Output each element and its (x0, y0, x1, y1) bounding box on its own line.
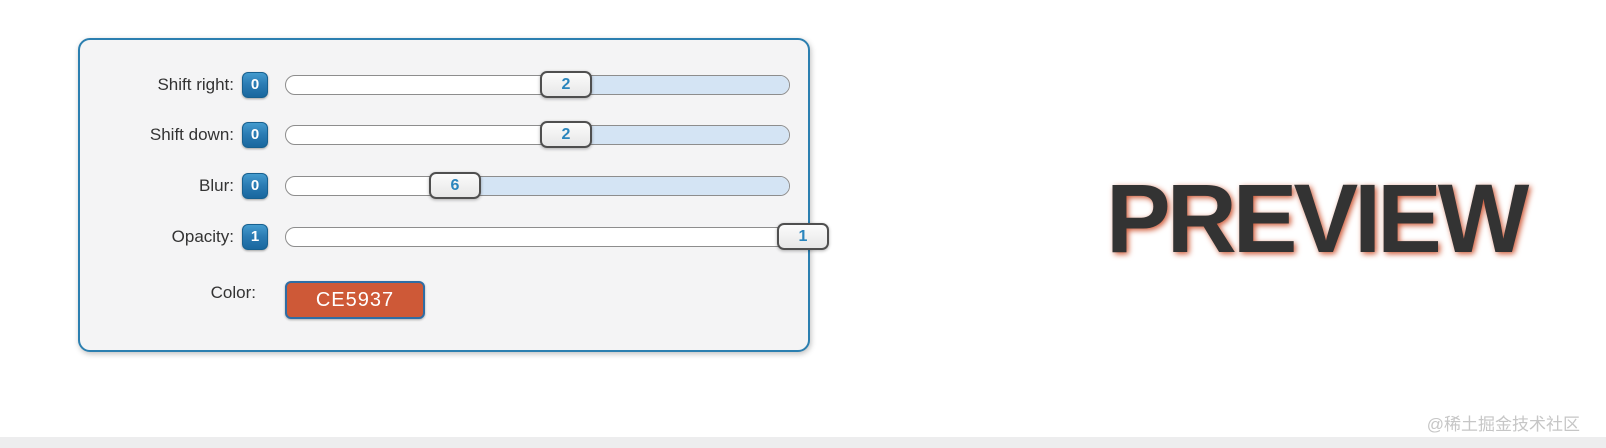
shift-down-slider-handle[interactable]: 2 (540, 121, 592, 148)
blur-slider-handle[interactable]: 6 (429, 172, 481, 199)
slider-row-opacity: Opacity: 1 1 (80, 223, 829, 251)
slider-row-shift-down: Shift down: 0 2 (80, 121, 808, 149)
shift-right-slider-handle[interactable]: 2 (540, 71, 592, 98)
color-button[interactable]: CE5937 (285, 281, 425, 319)
slider-fill (455, 177, 789, 195)
color-label: Color: (210, 283, 256, 302)
opacity-label: Opacity: (171, 227, 234, 246)
shift-down-badge: 0 (242, 122, 268, 148)
opacity-slider-handle[interactable]: 1 (777, 223, 829, 250)
shift-down-label: Shift down: (149, 125, 234, 144)
shift-right-label: Shift right: (157, 75, 234, 94)
shift-down-slider-track[interactable] (285, 125, 790, 145)
blur-slider-track[interactable] (285, 176, 790, 196)
preview-text: PREVIEW (1106, 164, 1529, 273)
blur-badge: 0 (242, 173, 268, 199)
shift-right-slider-track[interactable] (285, 75, 790, 95)
color-row: Color: CE5937 (80, 279, 808, 323)
blur-label: Blur: (199, 176, 234, 195)
opacity-badge: 1 (242, 224, 268, 250)
bottom-strip (0, 437, 1606, 448)
shift-right-badge: 0 (242, 72, 268, 98)
opacity-slider-track[interactable] (285, 227, 790, 247)
slider-fill (566, 76, 789, 94)
text-shadow-settings-panel: Shift right: 0 2 Shift down: 0 2 Blur: 0… (78, 38, 829, 352)
slider-fill (566, 126, 789, 144)
slider-row-shift-right: Shift right: 0 2 (80, 71, 808, 99)
slider-row-blur: Blur: 0 6 (80, 172, 808, 200)
watermark: @稀土掘金技术社区 (1426, 415, 1580, 434)
